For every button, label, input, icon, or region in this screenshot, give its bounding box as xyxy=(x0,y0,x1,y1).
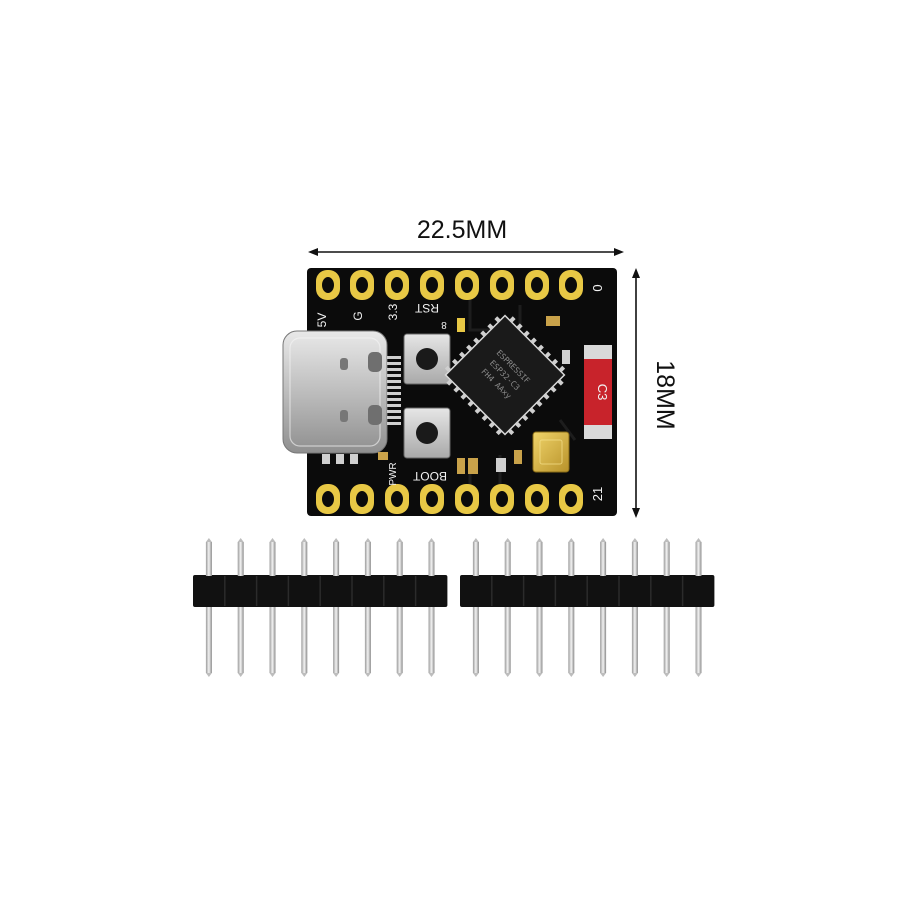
header-pin xyxy=(301,538,308,677)
header-pin xyxy=(269,538,276,677)
width-dimension: 22.5MM xyxy=(308,216,624,256)
usb-contact-pin xyxy=(387,356,401,359)
smd-components xyxy=(322,316,570,474)
header-pin xyxy=(695,538,702,677)
header-pin xyxy=(205,538,212,677)
top-pin-pad xyxy=(455,270,479,300)
bottom-pin-pad xyxy=(385,484,409,514)
usb-contact-pin xyxy=(387,368,401,371)
top-pin-pad xyxy=(420,270,444,300)
crystal-oscillator xyxy=(532,431,570,473)
esp32-c3-chip: ESPRESSIF ESP32-C3 FH4 AAxy xyxy=(444,314,566,436)
label-pin-8: 8 xyxy=(441,319,447,330)
top-pin-pad xyxy=(350,270,374,300)
pin-header-left xyxy=(193,538,448,677)
usb-contact-pin xyxy=(387,392,401,395)
header-pin xyxy=(568,538,575,677)
bottom-pin-pad xyxy=(525,484,549,514)
label-5v: 5V xyxy=(315,313,329,328)
reset-button xyxy=(403,333,451,385)
header-pin xyxy=(428,538,435,677)
header-pin xyxy=(600,538,607,677)
label-3v3: 3.3 xyxy=(386,303,400,320)
top-pin-pad xyxy=(385,270,409,300)
label-pin-0: 0 xyxy=(590,284,605,291)
usb-contact-pin xyxy=(387,404,401,407)
usb-contact-pin xyxy=(387,416,401,419)
header-pin xyxy=(472,538,479,677)
top-pin-pad xyxy=(490,270,514,300)
label-rst: RST xyxy=(414,301,439,315)
bottom-pin-row xyxy=(316,484,583,514)
bottom-pin-pad xyxy=(455,484,479,514)
usb-c-connector xyxy=(282,330,388,454)
header-pin xyxy=(237,538,244,677)
usb-contact-pin xyxy=(387,398,401,401)
bottom-pin-pad xyxy=(559,484,583,514)
pcb-board: ESPRESSIF ESP32-C3 FH4 AAxy C3 xyxy=(282,268,617,516)
label-pwr: PWR xyxy=(388,462,399,485)
label-ground: G xyxy=(351,311,365,320)
usb-pin-comb xyxy=(387,356,401,425)
header-pin xyxy=(504,538,511,677)
top-pin-pad xyxy=(525,270,549,300)
width-label: 22.5MM xyxy=(417,216,507,244)
bottom-pin-pad xyxy=(350,484,374,514)
usb-contact-pin xyxy=(387,380,401,383)
antenna-label: C3 xyxy=(595,384,610,401)
label-boot: BOOT xyxy=(412,469,447,483)
ceramic-antenna: C3 xyxy=(584,345,612,439)
bottom-pin-pad xyxy=(490,484,514,514)
boot-button xyxy=(403,407,451,459)
usb-contact-pin xyxy=(387,362,401,365)
header-pin xyxy=(333,538,340,677)
header-pin xyxy=(631,538,638,677)
bottom-pin-pad xyxy=(420,484,444,514)
header-pin xyxy=(364,538,371,677)
header-pin xyxy=(536,538,543,677)
label-pin-21: 21 xyxy=(590,487,605,501)
height-label: 18MM xyxy=(651,360,679,429)
top-pin-row xyxy=(316,270,583,300)
usb-contact-pin xyxy=(387,422,401,425)
bottom-pin-pad xyxy=(316,484,340,514)
header-pin xyxy=(396,538,403,677)
usb-contact-pin xyxy=(387,410,401,413)
usb-contact-pin xyxy=(387,386,401,389)
pin-header-right xyxy=(460,538,715,677)
top-pin-pad xyxy=(316,270,340,300)
height-dimension: 18MM xyxy=(632,268,679,518)
header-pin xyxy=(663,538,670,677)
top-pin-pad xyxy=(559,270,583,300)
usb-contact-pin xyxy=(387,374,401,377)
